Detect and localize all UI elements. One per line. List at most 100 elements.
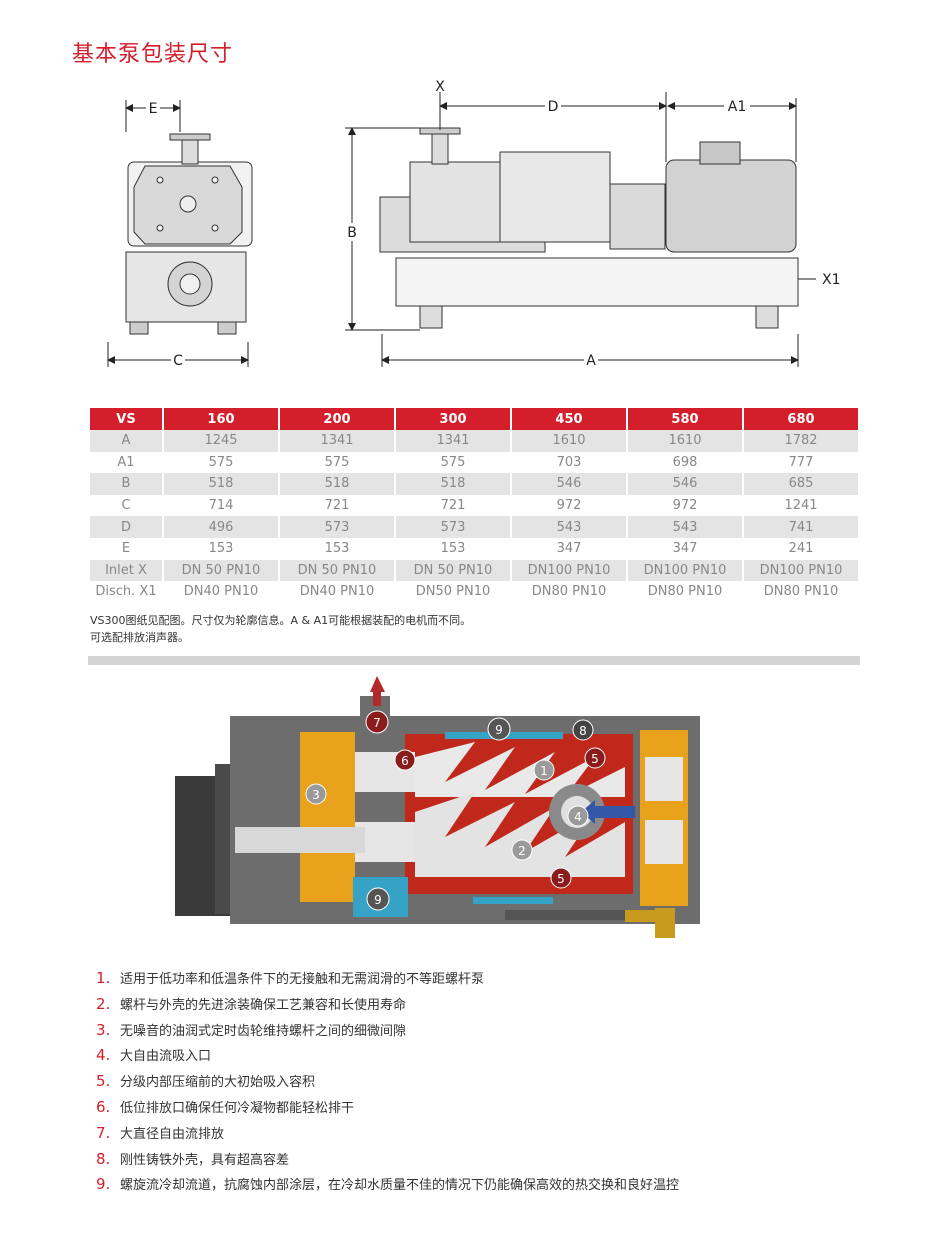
feature-text: 无噪音的油润式定时齿轮维持螺杆之间的细微间隙: [120, 1023, 407, 1039]
cutaway-marker: 5: [584, 747, 606, 769]
feature-number: 5.: [96, 1072, 111, 1091]
note-line: VS300图纸见配图。尺寸仅为轮廓信息。A & A1可能根据装配的电机而不同。: [90, 614, 472, 627]
table-row: D 496 573 573 543 543 741: [90, 516, 858, 538]
cutaway-marker: 5: [550, 867, 572, 889]
cutaway-marker: 8: [572, 719, 594, 741]
feature-text: 大自由流吸入口: [120, 1049, 212, 1065]
dimension-drawing: E C B X D A1 X1 A: [107, 79, 841, 369]
table-cell: Disch. X1: [90, 581, 162, 603]
dim-label-d: D: [548, 99, 559, 115]
table-cell: B: [90, 473, 162, 495]
table-cell: 972: [628, 494, 742, 517]
table-cell: 518: [280, 473, 394, 495]
feature-number: 2.: [96, 994, 111, 1013]
feature-number: 1.: [96, 969, 111, 987]
table-cell: 573: [396, 516, 510, 538]
svg-text:6: 6: [401, 754, 409, 768]
table-cell: 347: [628, 537, 742, 560]
table-header-cell: 300: [396, 408, 510, 430]
table-cell: DN100 PN10: [628, 559, 742, 582]
feature-number: 9.: [96, 1175, 111, 1194]
table-cell: 777: [744, 451, 858, 474]
dim-label-e: E: [149, 101, 158, 117]
table-cell: DN 50 PN10: [164, 559, 278, 582]
cutaway-marker: 2: [511, 839, 533, 861]
table-cell: 1241: [744, 494, 858, 517]
table-row: Inlet X DN 50 PN10 DN 50 PN10 DN 50 PN10…: [90, 559, 858, 582]
cutaway-marker: 9: [487, 717, 511, 741]
note-line: 可选配排放消声器。: [90, 631, 189, 644]
table-cell: 575: [396, 451, 510, 474]
svg-text:5: 5: [557, 872, 565, 886]
feature-item: 7. 大直径自由流排放: [96, 1123, 679, 1149]
feature-item: 5. 分级内部压缩前的大初始吸入容积: [96, 1071, 679, 1097]
pump-side-view: [125, 133, 253, 335]
table-header-cell: 160: [164, 408, 278, 430]
cutaway-marker: 4: [567, 805, 589, 827]
table-cell: DN40 PN10: [280, 581, 394, 603]
feature-text: 大直径自由流排放: [120, 1126, 225, 1142]
table-cell: A1: [90, 451, 162, 474]
cutaway-marker: 9: [366, 887, 390, 911]
feature-text: 螺杆与外壳的先进涂装确保工艺兼容和长使用寿命: [120, 997, 407, 1013]
table-cell: 714: [164, 494, 278, 517]
table-cell: 546: [628, 473, 742, 495]
svg-text:4: 4: [574, 810, 582, 824]
feature-number: 6.: [96, 1097, 111, 1116]
cutaway-marker: 6: [394, 749, 416, 771]
table-cell: 741: [744, 516, 858, 538]
table-cell: 573: [280, 516, 394, 538]
table-cell: DN80 PN10: [744, 581, 858, 603]
table-row: A 1245 1341 1341 1610 1610 1782: [90, 430, 858, 452]
table-header-cell: 200: [280, 408, 394, 430]
svg-text:5: 5: [591, 752, 599, 766]
table-cell: DN80 PN10: [512, 581, 626, 603]
feature-text: 螺旋流冷却流道，抗腐蚀内部涂层，在冷却水质量不佳的情况下仍能确保高效的热交换和良…: [120, 1178, 680, 1194]
feature-number: 3.: [96, 1020, 111, 1039]
table-cell: 685: [744, 473, 858, 495]
feature-text: 低位排放口确保任何冷凝物都能轻松排干: [120, 1100, 355, 1116]
cutaway-marker: 1: [533, 759, 555, 781]
table-cell: DN50 PN10: [396, 581, 510, 603]
table-cell: C: [90, 494, 162, 517]
table-cell: A: [90, 430, 162, 452]
feature-text: 分级内部压缩前的大初始吸入容积: [120, 1075, 316, 1091]
table-row: C 714 721 721 972 972 1241: [90, 494, 858, 517]
table-cell: DN 50 PN10: [280, 559, 394, 582]
table-cell: DN80 PN10: [628, 581, 742, 603]
dimension-table: VS 160 200 300 450 580 680 A 1245 1341 1…: [88, 408, 860, 603]
dim-label-b: B: [347, 225, 357, 241]
svg-text:9: 9: [495, 723, 503, 737]
feature-item: 8.刚性铸铁外壳，具有超高容差: [96, 1149, 679, 1175]
table-cell: 1341: [396, 430, 510, 452]
table-cell: 1341: [280, 430, 394, 452]
table-cell: 496: [164, 516, 278, 538]
feature-item: 1. 适用于低功率和低温条件下的无接触和无需润滑的不等距螺杆泵: [96, 968, 679, 994]
dim-label-x1: X1: [822, 272, 841, 288]
table-cell: 543: [628, 516, 742, 538]
table-header-cell: 680: [744, 408, 858, 430]
feature-text: 刚性铸铁外壳，具有超高容差: [120, 1152, 290, 1168]
svg-text:2: 2: [518, 844, 526, 858]
page-title: 基本泵包装尺寸: [72, 42, 234, 67]
feature-text: 适用于低功率和低温条件下的无接触和无需润滑的不等距螺杆泵: [120, 972, 485, 987]
table-header-cell: 450: [512, 408, 626, 430]
table-cell: 241: [744, 537, 858, 560]
table-cell: 721: [280, 494, 394, 517]
table-header-cell: VS: [90, 408, 162, 430]
dim-label-a1: A1: [728, 99, 746, 115]
table-cell: DN40 PN10: [164, 581, 278, 603]
table-cell: D: [90, 516, 162, 538]
table-cell: 153: [280, 537, 394, 560]
section-divider: [88, 656, 860, 665]
table-cell: 1610: [628, 430, 742, 452]
feature-number: 4.: [96, 1046, 111, 1065]
svg-text:8: 8: [579, 724, 587, 738]
feature-number: 7.: [96, 1123, 111, 1142]
table-cell: 518: [164, 473, 278, 495]
table-cell: E: [90, 537, 162, 560]
table-row: A1 575 575 575 703 698 777: [90, 451, 858, 474]
dim-label-x: X: [435, 79, 445, 95]
table-cell: Inlet X: [90, 559, 162, 582]
table-cell: 703: [512, 451, 626, 474]
